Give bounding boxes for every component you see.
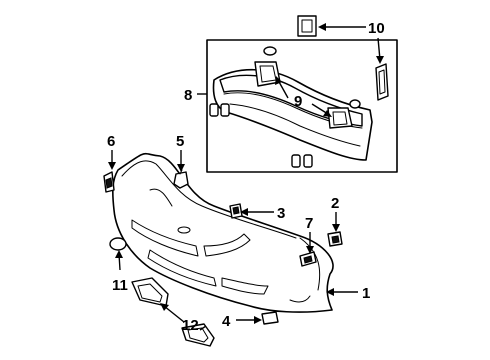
callout-8: 8 <box>184 87 192 104</box>
retainer-clip <box>103 171 115 193</box>
callout-9: 9 <box>294 93 302 110</box>
callout-12: 12 <box>182 317 199 334</box>
leaders <box>108 23 384 331</box>
side-bracket <box>375 63 389 101</box>
bracket-right <box>327 107 353 129</box>
inset-clip-bottom <box>291 154 313 168</box>
callout-3: 3 <box>277 205 285 222</box>
fastener-clip <box>173 169 189 189</box>
callout-1: 1 <box>362 285 370 302</box>
callout-2: 2 <box>331 195 339 212</box>
inset-clip-left-upper <box>209 103 230 117</box>
license-bracket-upper <box>131 277 169 307</box>
callout-10: 10 <box>368 20 385 37</box>
bolt <box>327 231 343 247</box>
callout-labels: 1 2 3 4 5 6 7 8 9 10 11 12 <box>107 20 385 334</box>
screw <box>299 251 317 267</box>
license-bracket-lower <box>181 323 215 347</box>
callout-7: 7 <box>305 215 313 232</box>
callout-5: 5 <box>176 133 184 150</box>
inset-frame <box>206 39 398 173</box>
push-pin <box>229 203 243 219</box>
inset-clip-right <box>349 99 361 109</box>
fog-lamp-cover <box>109 237 127 251</box>
callout-4: 4 <box>222 313 231 330</box>
bumper-plug <box>261 311 279 325</box>
callout-6: 6 <box>107 133 115 150</box>
callout-11: 11 <box>112 277 128 294</box>
upper-bracket <box>297 15 317 37</box>
inset-clip-top <box>263 46 277 56</box>
